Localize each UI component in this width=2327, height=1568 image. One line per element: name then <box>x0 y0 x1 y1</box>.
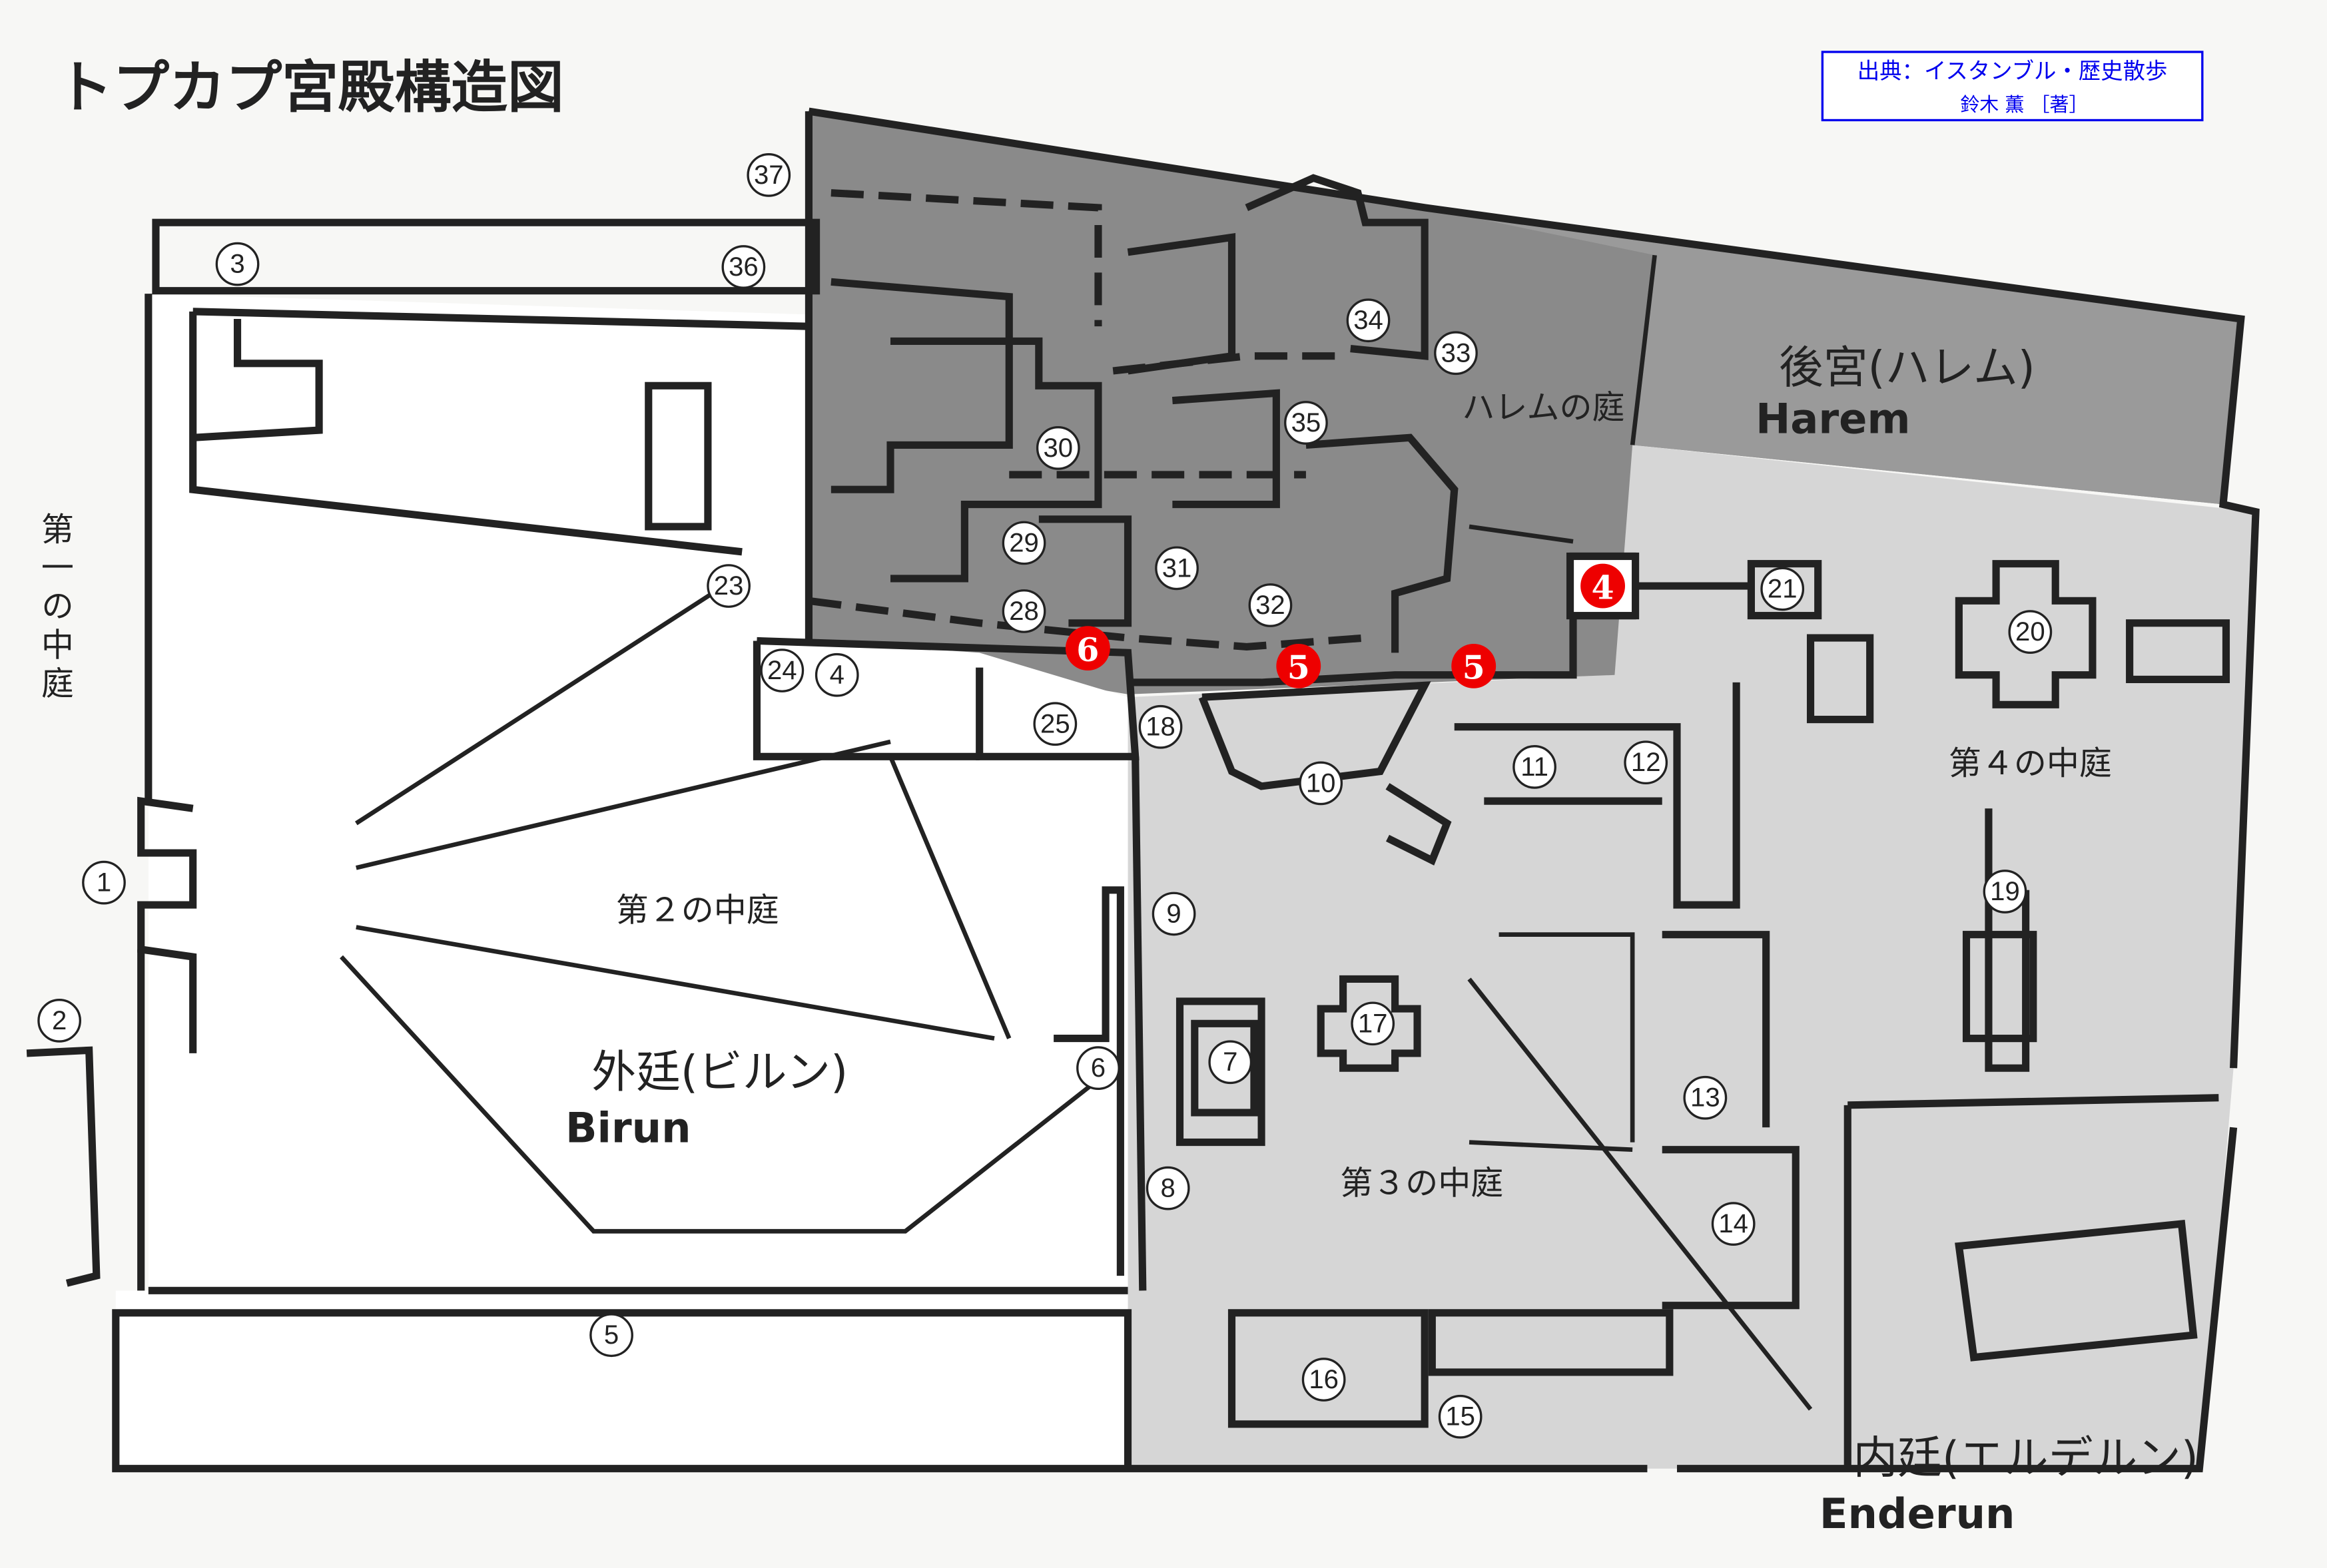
enderun-area <box>1128 445 2256 1469</box>
label-harem-court: ハレムの庭 <box>1462 388 1624 426</box>
label-harem-jp: 後宮(ハレム) <box>1779 342 2035 393</box>
location-marker-7: 7 <box>1208 1040 1253 1085</box>
label-first-court: 第一の中庭 <box>36 512 74 705</box>
svg-text:14: 14 <box>1718 1209 1748 1238</box>
location-marker-35: 35 <box>1284 401 1328 445</box>
location-marker-31: 31 <box>1155 546 1199 591</box>
label-harem-en: Harem <box>1756 395 1910 443</box>
location-marker-34: 34 <box>1346 298 1391 343</box>
svg-text:17: 17 <box>1358 1009 1388 1038</box>
svg-text:31: 31 <box>1162 553 1192 583</box>
location-marker-16: 16 <box>1301 1358 1346 1402</box>
location-marker-10: 10 <box>1299 761 1343 806</box>
label-second-court: 第２の中庭 <box>616 892 779 929</box>
svg-text:10: 10 <box>1306 768 1336 798</box>
location-marker-36: 36 <box>721 245 766 289</box>
location-marker-29: 29 <box>1002 521 1046 565</box>
svg-text:11: 11 <box>1520 752 1548 782</box>
location-marker-1: 1 <box>82 860 126 905</box>
svg-text:30: 30 <box>1043 433 1073 463</box>
svg-text:28: 28 <box>1009 597 1039 626</box>
label-enderun-en: Enderun <box>1820 1489 2015 1538</box>
label-birun-en: Birun <box>565 1104 691 1153</box>
svg-text:6: 6 <box>1076 631 1099 669</box>
svg-text:13: 13 <box>1690 1083 1720 1113</box>
harem-area <box>809 111 2241 694</box>
location-marker-32: 32 <box>1248 583 1293 627</box>
walls <box>26 107 2260 1473</box>
map-title: トプカプ宮殿構造図 <box>57 54 564 120</box>
svg-text:32: 32 <box>1255 591 1285 620</box>
svg-text:36: 36 <box>729 252 759 282</box>
svg-text:21: 21 <box>1768 575 1798 604</box>
location-marker-19: 19 <box>1983 870 2027 914</box>
svg-text:18: 18 <box>1146 712 1175 742</box>
highlight-marker-5: 5 <box>1276 643 1321 688</box>
svg-text:5: 5 <box>1463 649 1485 687</box>
svg-text:29: 29 <box>1009 528 1039 557</box>
highlight-marker-6: 6 <box>1065 626 1110 671</box>
svg-text:15: 15 <box>1445 1402 1475 1432</box>
svg-text:34: 34 <box>1353 306 1383 335</box>
label-fourth-court: 第４の中庭 <box>1949 744 2112 782</box>
svg-text:4: 4 <box>1592 568 1614 607</box>
location-marker-30: 30 <box>1036 425 1080 470</box>
svg-text:4: 4 <box>830 660 844 690</box>
location-marker-20: 20 <box>2008 610 2053 654</box>
location-marker-2: 2 <box>37 999 82 1043</box>
svg-text:8: 8 <box>1161 1174 1175 1203</box>
svg-text:9: 9 <box>1166 899 1181 928</box>
svg-text:37: 37 <box>754 160 784 190</box>
source-author: 鈴木 薫 ［著］ <box>1960 93 2088 116</box>
svg-text:25: 25 <box>1040 709 1070 738</box>
location-marker-9: 9 <box>1152 892 1196 936</box>
location-marker-6: 6 <box>1076 1046 1120 1091</box>
location-marker-11: 11 <box>1512 745 1556 789</box>
location-marker-3: 3 <box>215 242 260 286</box>
svg-text:7: 7 <box>1223 1047 1237 1077</box>
location-marker-5: 5 <box>589 1313 633 1358</box>
location-marker-28: 28 <box>1002 589 1046 633</box>
location-marker-18: 18 <box>1138 704 1183 749</box>
location-marker-21: 21 <box>1760 567 1805 611</box>
highlight-marker-4: 4 <box>1566 552 1640 620</box>
svg-text:20: 20 <box>2015 617 2045 647</box>
location-marker-13: 13 <box>1683 1075 1728 1120</box>
label-third-court: 第３の中庭 <box>1340 1165 1503 1202</box>
source-title: 出典：イスタンブル・歴史散歩 <box>1857 58 2168 84</box>
svg-text:6: 6 <box>1091 1053 1106 1083</box>
location-marker-12: 12 <box>1624 740 1668 785</box>
location-marker-23: 23 <box>707 564 751 608</box>
source-box <box>1821 51 2204 122</box>
location-marker-15: 15 <box>1438 1394 1483 1439</box>
svg-text:1: 1 <box>97 868 111 898</box>
location-marker-17: 17 <box>1351 1001 1395 1046</box>
label-birun-jp: 外廷(ビルン) <box>591 1046 848 1098</box>
svg-text:23: 23 <box>714 571 744 601</box>
location-marker-37: 37 <box>747 153 791 197</box>
label-enderun-jp: 内廷(エルデルン) <box>1853 1432 2198 1483</box>
location-marker-4: 4 <box>815 653 859 697</box>
highlight-marker-5: 5 <box>1451 643 1496 688</box>
svg-text:35: 35 <box>1291 408 1321 437</box>
svg-text:3: 3 <box>230 250 244 279</box>
birun-area <box>148 294 1128 1291</box>
svg-text:24: 24 <box>767 656 797 685</box>
svg-text:16: 16 <box>1309 1365 1339 1394</box>
location-marker-24: 24 <box>760 649 805 692</box>
svg-text:12: 12 <box>1631 748 1661 777</box>
location-marker-8: 8 <box>1146 1166 1190 1210</box>
svg-text:33: 33 <box>1441 338 1471 368</box>
svg-text:5: 5 <box>1287 649 1310 687</box>
location-marker-25: 25 <box>1033 702 1078 746</box>
location-marker-33: 33 <box>1434 331 1478 376</box>
location-marker-14: 14 <box>1711 1202 1756 1246</box>
svg-text:5: 5 <box>604 1320 619 1350</box>
svg-text:2: 2 <box>52 1006 67 1035</box>
svg-text:19: 19 <box>1990 877 2020 906</box>
